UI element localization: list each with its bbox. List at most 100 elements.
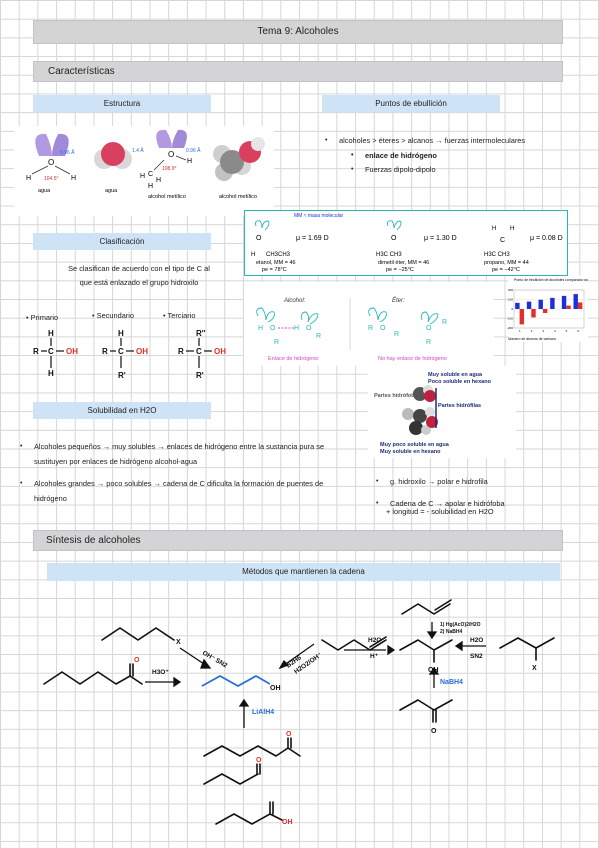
svg-text:X: X [532,665,537,672]
ebullicion-bullet-3: Fuerzas dipolo-dipolo [351,163,575,178]
svg-text:alcohol metílico: alcohol metílico [148,194,186,200]
ester-chain [43,671,131,685]
svg-text:C: C [500,237,505,244]
section-caracteristicas-title: Características [48,66,115,77]
svg-text:H3C CH3: H3C CH3 [484,252,510,258]
svg-text:H2O: H2O [368,637,381,644]
svg-text:H: H [48,369,54,378]
svg-text:O: O [426,325,432,332]
page-title: Tema 9: Alcoholes [257,26,339,37]
chart-x-tick: 6 [577,329,579,333]
chart-x-tick: 1 [519,329,521,333]
svg-text:0.96 Å: 0.96 Å [186,147,201,154]
svg-text:μ = 0.08 D: μ = 0.08 D [530,235,563,242]
boiling-point-comparison-box [244,210,568,276]
svg-text:OH: OH [136,347,148,356]
svg-text:R': R' [118,371,126,380]
chart-y-tick: 100 [508,298,513,302]
svg-text:OH: OH [270,685,281,692]
chart-bar-alcanos [577,302,583,309]
butan2ol-chain [399,639,453,651]
type-primario: • Primario [26,313,59,322]
butanoic-acid-chain [215,813,283,825]
svg-text:OH: OH [214,347,226,356]
svg-text:H: H [294,325,299,332]
chart-x-tick: 5 [566,329,568,333]
clasificacion-text-2: que está enlazado el grupo hidroxilo [79,278,199,287]
svg-text:O: O [431,728,437,735]
svg-text:H: H [140,173,145,180]
butene-chain [321,639,387,651]
solubilidad-right-list: g. hidroxilo → polar e hidrofila Cadena … [376,475,576,511]
section-sintesis-title: Síntesis de alcoholes [46,535,141,546]
svg-text:O: O [391,235,397,242]
svg-text:O: O [306,325,312,332]
svg-text:H3O⁺: H3O⁺ [152,669,169,676]
svg-text:H: H [118,329,124,338]
methanol-spacefill: alcohol metílico [213,137,265,200]
svg-text:agua: agua [38,188,51,194]
svg-text:2) NaBH4: 2) NaBH4 [440,629,462,635]
svg-text:Partes hidrófobas: Partes hidrófobas [374,393,421,399]
svg-text:μ = 1.30 D: μ = 1.30 D [424,235,457,242]
svg-text:H: H [510,226,514,232]
svg-text:H: H [26,175,31,182]
svg-text:0.96 Å: 0.96 Å [60,149,75,156]
chart-y-tick: 200 [508,288,513,292]
svg-text:pe = −42°C: pe = −42°C [492,267,520,273]
svg-text:R: R [426,339,431,346]
svg-text:H: H [156,177,161,184]
section-caracteristicas-bar [33,61,563,82]
svg-text:O: O [286,731,292,738]
type-primario-label: Primario [30,313,59,322]
svg-text:H2O: H2O [470,637,483,644]
svg-text:R: R [178,347,184,356]
svg-text:R': R' [196,371,204,380]
type-secundario-label: Secundario [96,311,135,320]
svg-text:O: O [256,235,262,242]
svg-text:SN2: SN2 [470,653,483,660]
svg-text:O: O [256,757,262,764]
svg-text:Muy soluble en hexano: Muy soluble en hexano [380,449,441,455]
svg-text:R'': R'' [196,329,206,338]
chart-bar-alcanos [531,309,536,318]
butanone-bottom-chain [203,773,259,785]
svg-text:Éter:: Éter: [392,297,405,304]
chart-bar-alcanos [566,305,571,309]
svg-text:μ = 1.69 D: μ = 1.69 D [296,235,329,242]
halobutane-chain [101,627,175,641]
svg-text:OH: OH [428,667,439,674]
solubilidad-bullet-1: Alcoholes pequeños → muy solubles → enla… [20,440,330,469]
chart-xlabel: Número de átomos de carbono [508,337,556,341]
butanol-product-chain [201,674,271,688]
svg-text:H⁺: H⁺ [370,653,379,660]
svg-text:H: H [251,252,255,258]
section-sintesis-bar [33,530,563,551]
svg-text:1.4 Å: 1.4 Å [132,147,144,154]
methanol-orbital-model: O H C HHH 1.4 Å 0.96 Å 108.9° alcohol me… [132,129,201,200]
chart-title: Punto de ebullición de alcoholes compara… [514,278,588,282]
svg-text:Alcohol:: Alcohol: [283,298,306,304]
chart-bar-alcanos [542,309,548,313]
svg-text:H: H [492,226,496,232]
solubilidad-right-2: Cadena de C → apolar e hidrófoba [376,497,576,512]
svg-text:Enlace de hidrógeno: Enlace de hidrógeno [268,356,318,362]
header-metodos: Métodos que mantienen la cadena [47,563,560,581]
svg-text:H: H [71,175,76,182]
chart-y-tick: -200 [507,326,513,330]
svg-text:LiAlH4: LiAlH4 [252,709,274,716]
halobutane2-chain [499,637,555,649]
header-solubilidad: Solubilidad en H2O [33,402,211,419]
svg-text:H: H [187,158,192,165]
svg-text:dimetil éter, MM = 46: dimetil éter, MM = 46 [378,260,429,266]
hydrogen-bond-illustration [244,282,494,366]
svg-text:agua: agua [105,188,118,194]
chart-bar-alcoholes [515,302,520,309]
ebullicion-list: alcoholes > éteres > alcanos → fuerzas i… [325,134,575,178]
svg-text:NaBH4: NaBH4 [440,679,463,686]
svg-text:R: R [316,333,321,340]
clasificacion-text-1: Se clasifican de acuerdo con el tipo de … [68,264,210,273]
